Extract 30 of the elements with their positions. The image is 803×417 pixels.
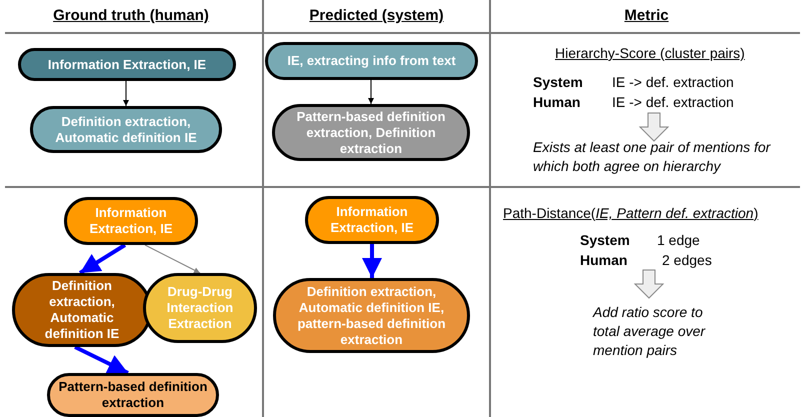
arrow [368,80,374,104]
rounded-node: Pattern-based definition extraction [47,373,219,417]
note-text: Exists at least one pair of mentions for which both agree on hierarchy [533,138,772,176]
row-label: System [533,73,583,92]
note-text: IE -> def. extraction [612,93,734,112]
row-label: Human [533,93,580,112]
note-text: 2 edges [662,251,712,270]
rounded-node: IE, extracting info from text [265,42,478,80]
rounded-node: Pattern-based definition extraction, Definition extraction [272,104,470,161]
rounded-node: Information Extraction, IE [305,196,439,244]
rounded-node: Definition extraction, Automatic definition IE [30,106,222,153]
metric-title: Hierarchy-Score (cluster pairs) [555,44,745,63]
rounded-node: Information Extraction, IE [18,48,236,81]
metric-title: Path-Distance(IE, Pattern def. extraction) [503,204,758,223]
row-label: System [580,231,630,250]
arrow [362,244,382,278]
note-text: Add ratio score to total average over mention pairs [593,303,706,360]
arrow [123,80,129,106]
column-header: Metric [623,6,670,25]
rounded-node: Drug-Drug Interaction Extraction [143,273,257,343]
column-header: Predicted (system) [308,6,445,25]
note-text: IE -> def. extraction [612,73,734,92]
note-text: 1 edge [657,231,700,250]
arrow [74,345,129,375]
arrow [78,243,126,275]
arrow [144,244,200,274]
column-header: Ground truth (human) [52,6,210,25]
rounded-node: Information Extraction, IE [64,197,198,245]
row-label: Human [580,251,628,270]
rounded-node: Definition extraction, Automatic definition IE, pattern-based definition extraction [273,278,470,353]
